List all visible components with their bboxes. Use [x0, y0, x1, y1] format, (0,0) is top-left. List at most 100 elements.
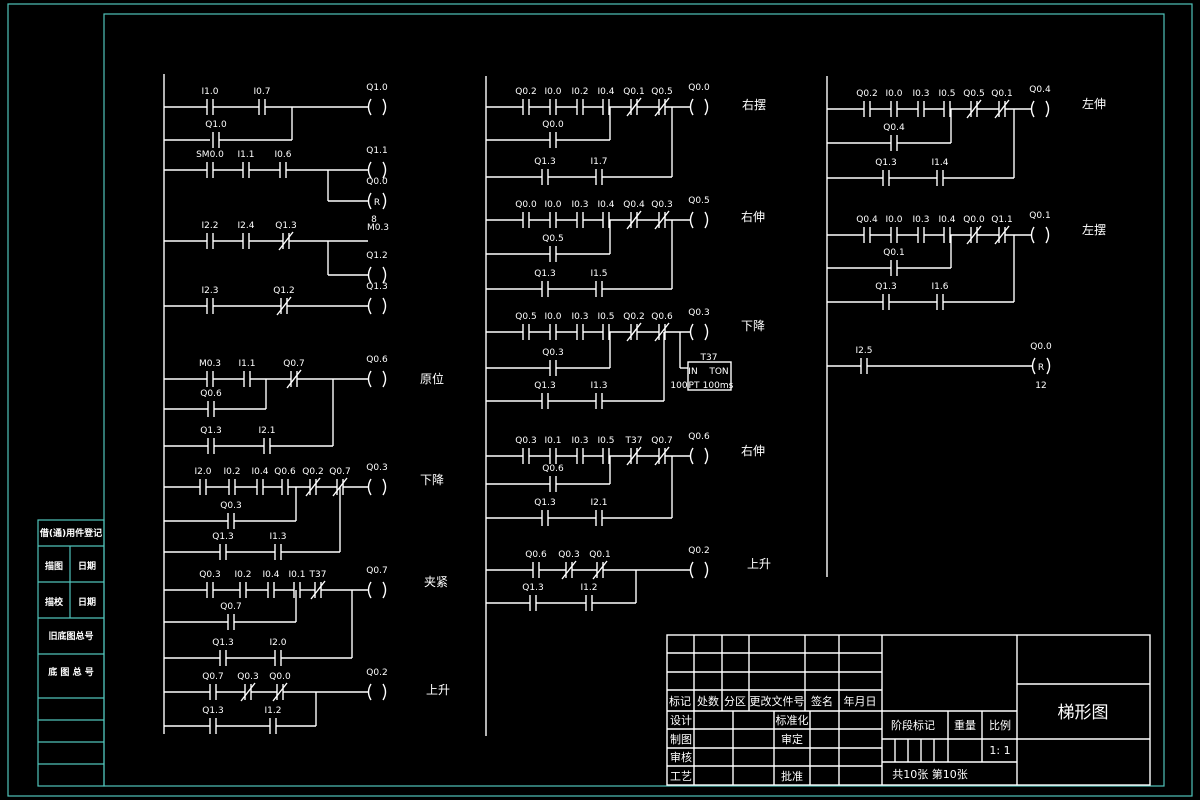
coil-bracket [382, 297, 387, 315]
timer-type: TON [708, 367, 728, 377]
coil-bracket [367, 478, 372, 496]
role-label: 审定 [781, 732, 803, 746]
contact-label: Q1.3 [875, 158, 896, 168]
contact-label: I0.0 [545, 200, 562, 210]
contact-label: Q0.7 [202, 672, 223, 682]
contact-label: Q0.3 [237, 672, 258, 682]
coil-bracket [367, 98, 372, 116]
coil-label: Q0.5 [688, 196, 709, 206]
coil-bracket [689, 211, 694, 229]
nc-contact-slash [592, 560, 608, 580]
drawing-title: 梯形图 [1058, 703, 1109, 723]
contact-label: Q1.2 [273, 286, 294, 296]
contact-label: I1.2 [581, 583, 598, 593]
title-block: 标记 处数 分区 更改文件号 签名 年月日 设计 制图 审核 工艺 标准化 审定… [666, 634, 1151, 786]
contact-label: I0.0 [886, 215, 903, 225]
coil-label: Q0.0 [688, 83, 710, 93]
contact-label: I1.7 [591, 157, 608, 167]
contact-label: I1.1 [238, 150, 255, 160]
contact-label: Q0.0 [269, 672, 291, 682]
timer-block [687, 361, 732, 391]
rung-comment: 右伸 [741, 209, 765, 224]
contact-label: Q1.3 [212, 532, 233, 542]
contact-label: Q0.7 [220, 602, 241, 612]
contact-label: Q0.1 [991, 89, 1012, 99]
contact-label: I0.4 [263, 570, 280, 580]
contact-label: I0.7 [254, 87, 271, 97]
contact-label: Q1.3 [534, 498, 555, 508]
role-label: 批准 [781, 769, 803, 783]
weight-label: 重量 [954, 718, 976, 732]
contact-label: Q0.6 [651, 312, 673, 322]
coil-bracket [367, 161, 372, 179]
contact-label: I0.5 [939, 89, 956, 99]
timer-preset: 100 [670, 381, 687, 391]
contact-label: Q0.2 [856, 89, 877, 99]
contact-label: I0.4 [939, 215, 956, 225]
coil-bracket [1031, 357, 1036, 375]
contact-label: Q1.3 [534, 157, 555, 167]
rung-comment: 上升 [747, 557, 771, 571]
timer-pt: PT [689, 381, 700, 391]
contact-label: I0.4 [598, 87, 615, 97]
coil-bracket [689, 561, 694, 579]
nc-contact-slash [286, 369, 302, 389]
contact-label: Q1.3 [212, 638, 233, 648]
sidebar-label: 借(通)用件登记 [39, 527, 102, 539]
coil-count: 8 [371, 215, 377, 225]
coil-label: Q0.6 [366, 355, 388, 365]
contact-label: I0.3 [913, 215, 930, 225]
contact-label: Q0.1 [623, 87, 644, 97]
coil-bracket [1045, 100, 1050, 118]
contact-label: Q0.3 [515, 436, 536, 446]
contact-label: I0.0 [886, 89, 903, 99]
coil-label: Q0.3 [366, 463, 387, 473]
coil-label: M0.3 [367, 223, 389, 233]
coil-bracket [689, 98, 694, 116]
rung-comment: 下降 [741, 319, 765, 333]
contact-label: Q0.6 [525, 550, 547, 560]
sidebar-label: 底 图 总 号 [48, 666, 93, 678]
nc-contact-slash [966, 99, 982, 119]
coil-bracket [382, 581, 387, 599]
coil-label: Q1.2 [366, 251, 387, 261]
contact-label: I0.0 [545, 312, 562, 322]
scale-value: 1: 1 [989, 744, 1010, 757]
contact-label: Q0.7 [329, 467, 350, 477]
contact-label: I0.4 [598, 200, 615, 210]
contact-label: I2.2 [202, 221, 219, 231]
coil-label: Q0.1 [1029, 211, 1050, 221]
nc-contact-slash [654, 322, 670, 342]
coil-bracket [1046, 357, 1051, 375]
timer-input: IN [688, 367, 697, 377]
nc-contact-slash [654, 97, 670, 117]
contact-label: Q0.4 [623, 200, 645, 210]
contact-label: I0.0 [545, 87, 562, 97]
contact-label: Q1.3 [875, 282, 896, 292]
nc-contact-slash [276, 296, 292, 316]
coil-count: 12 [1035, 381, 1046, 391]
contact-label: I0.5 [598, 436, 615, 446]
contact-label: Q0.1 [589, 550, 610, 560]
nc-contact-slash [626, 97, 642, 117]
coil-label: Q0.0 [366, 177, 388, 187]
coil-bracket [704, 98, 709, 116]
nc-contact-slash [561, 560, 577, 580]
contact-label: I2.1 [259, 426, 276, 436]
sidebar-registration-table: 借(通)用件登记 描图 日期 描校 日期 旧底图总号 底 图 总 号 [37, 519, 105, 787]
contact-label: I0.2 [224, 467, 241, 477]
coil-bracket [367, 192, 372, 210]
coil-bracket [382, 98, 387, 116]
nc-contact-slash [966, 225, 982, 245]
coil-label: Q1.3 [366, 282, 387, 292]
rev-header: 处数 [697, 695, 719, 708]
contact-label: Q0.5 [515, 312, 536, 322]
contact-label: Q0.2 [515, 87, 536, 97]
role-label: 制图 [670, 733, 692, 746]
contact-label: Q0.7 [283, 359, 304, 369]
rung-comment: 右伸 [741, 443, 765, 458]
contact-label: I0.4 [252, 467, 269, 477]
contact-label: Q0.5 [651, 87, 672, 97]
contact-label: Q0.3 [199, 570, 220, 580]
